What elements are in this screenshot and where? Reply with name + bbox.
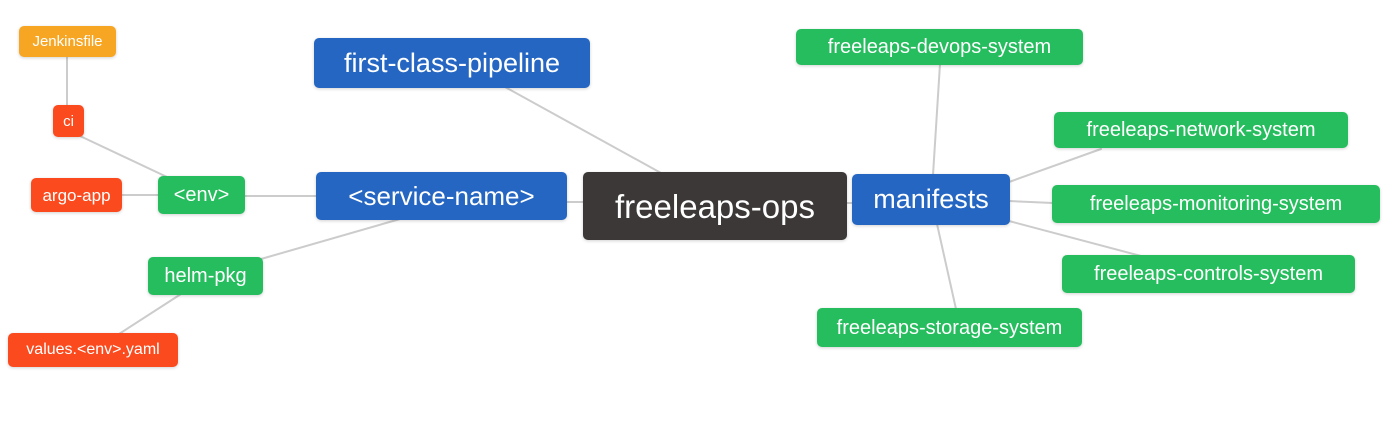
- node-values-env-yaml[interactable]: values.<env>.yaml: [8, 333, 178, 367]
- node-freeleaps-network-system[interactable]: freeleaps-network-system: [1054, 112, 1348, 148]
- edge-manifests-freeleaps-controls-system: [1008, 220, 1142, 257]
- node-freeleaps-storage-system[interactable]: freeleaps-storage-system: [817, 308, 1082, 347]
- node-freeleaps-ops[interactable]: freeleaps-ops: [583, 172, 847, 240]
- node-helm-pkg[interactable]: helm-pkg: [148, 257, 263, 295]
- node-env[interactable]: <env>: [158, 176, 245, 214]
- edge-service-name-helm-pkg: [260, 218, 401, 260]
- node-argo-app[interactable]: argo-app: [31, 178, 122, 212]
- node-ci[interactable]: ci: [53, 105, 84, 137]
- node-jenkinsfile[interactable]: Jenkinsfile: [19, 26, 116, 57]
- edge-ci-env: [79, 135, 168, 178]
- node-freeleaps-controls-system[interactable]: freeleaps-controls-system: [1062, 255, 1355, 293]
- node-freeleaps-devops-system[interactable]: freeleaps-devops-system: [796, 29, 1083, 65]
- edge-first-class-pipeline-freeleaps-ops: [504, 86, 662, 174]
- edge-helm-pkg-values-env-yaml: [118, 293, 182, 335]
- node-first-class-pipeline[interactable]: first-class-pipeline: [314, 38, 590, 88]
- node-freeleaps-monitoring-system[interactable]: freeleaps-monitoring-system: [1052, 185, 1380, 223]
- edge-manifests-freeleaps-devops-system: [932, 63, 941, 176]
- node-service-name[interactable]: <service-name>: [316, 172, 567, 220]
- edge-manifests-freeleaps-monitoring-system: [1008, 200, 1054, 204]
- node-manifests[interactable]: manifests: [852, 174, 1010, 225]
- edge-manifests-freeleaps-storage-system: [936, 223, 957, 310]
- edge-manifests-freeleaps-network-system: [1008, 148, 1102, 183]
